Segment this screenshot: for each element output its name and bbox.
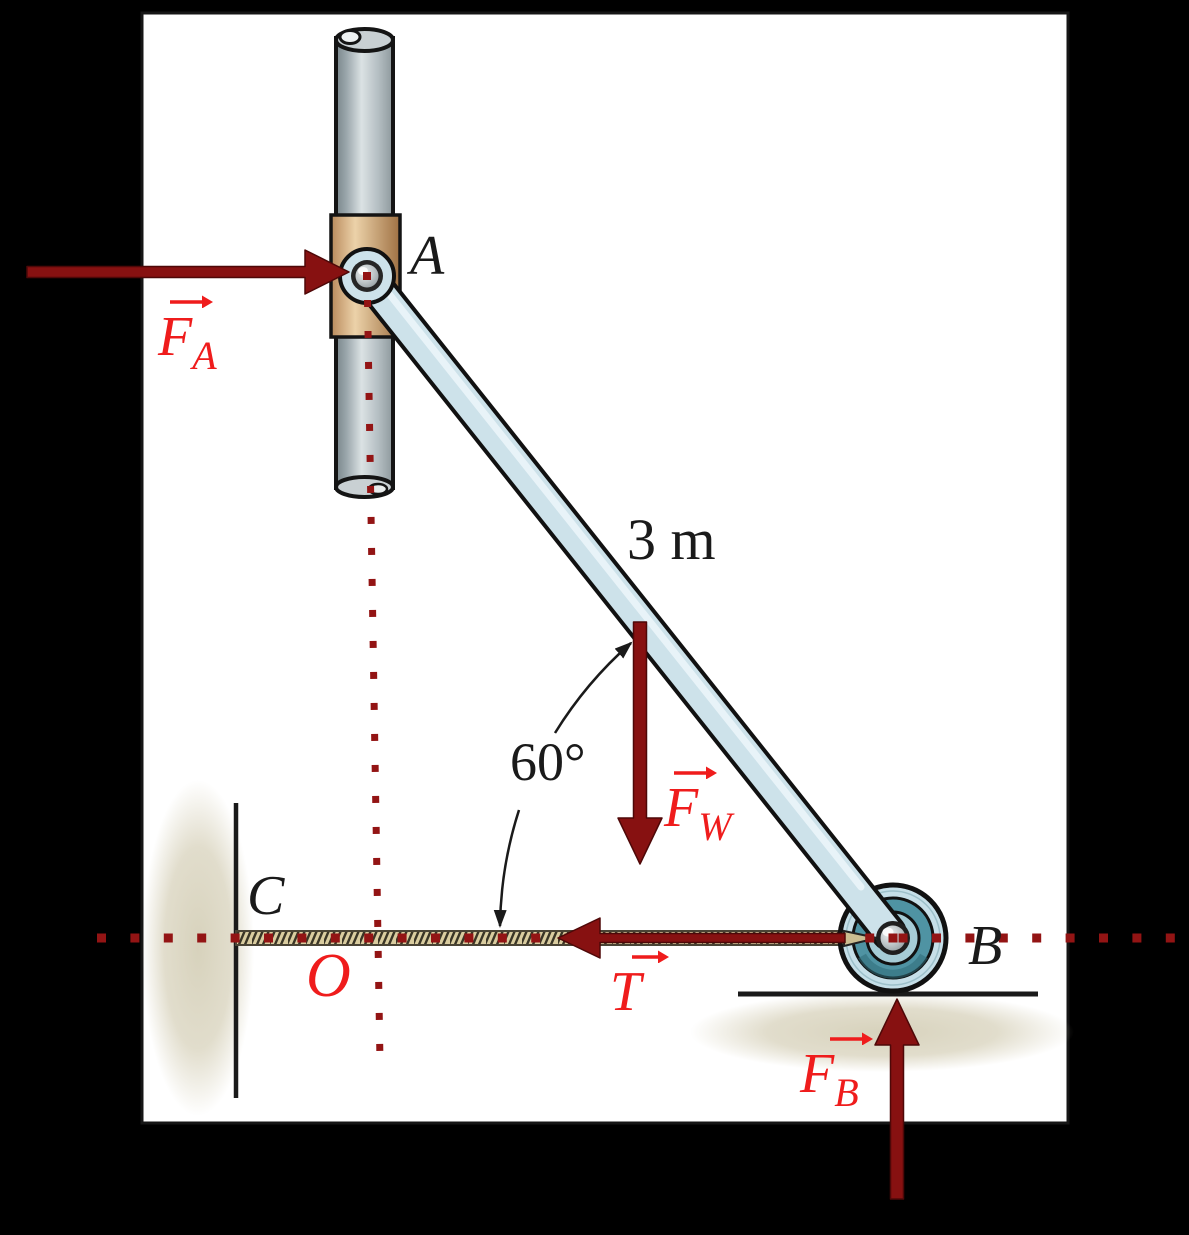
force-symbol: F: [800, 1043, 835, 1105]
label-angle: 60°: [510, 732, 586, 792]
force-symbol: F: [158, 306, 193, 368]
pin-a: [351, 260, 383, 292]
force-arrow-t: [557, 917, 846, 959]
pulley-hub: [876, 921, 910, 955]
vector-arrow-icon: [674, 766, 717, 779]
force-arrow-fa: [26, 249, 350, 295]
label-point-b: B: [968, 915, 1003, 977]
dotted-axis-vertical: [364, 299, 384, 1063]
label-force-fa: FA: [158, 293, 217, 376]
label-rod-length: 3 m: [627, 507, 716, 572]
force-subscript: A: [192, 333, 217, 378]
vector-arrow-icon: [632, 950, 669, 963]
rod: [338, 247, 907, 951]
label-origin: O: [306, 942, 351, 1010]
angle-arc: [493, 641, 633, 928]
force-arrow-fb: [874, 998, 920, 1200]
force-subscript: B: [834, 1070, 859, 1115]
force-subscript: W: [698, 804, 732, 849]
force-symbol: F: [664, 777, 699, 839]
vector-arrow-icon: [170, 295, 213, 308]
force-symbol: T: [610, 961, 642, 1023]
label-force-fw: FW: [664, 764, 732, 847]
force-arrow-fw: [617, 621, 663, 865]
wall-shadow: [142, 780, 254, 1116]
label-point-c: C: [247, 865, 285, 927]
label-force-t: T: [610, 948, 670, 1020]
label-force-fb: FB: [800, 1030, 874, 1113]
vector-arrow-icon: [830, 1032, 873, 1045]
label-point-a: A: [410, 225, 445, 287]
pole-top-lip: [338, 29, 362, 45]
